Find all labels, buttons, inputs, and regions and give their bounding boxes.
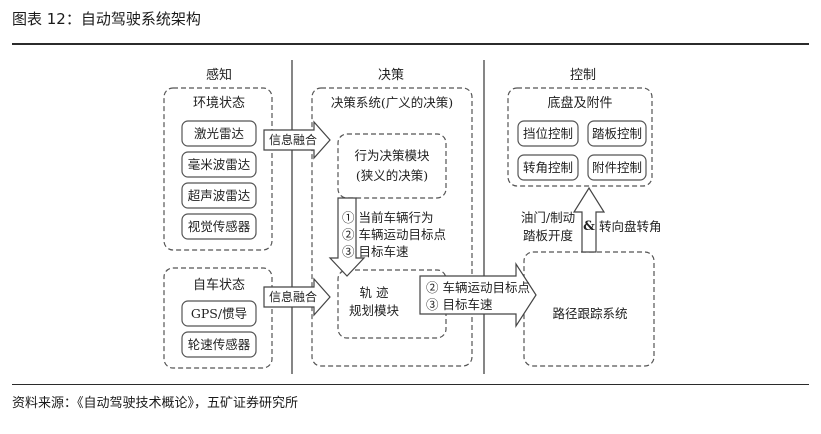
environment-state-box (163, 87, 273, 251)
feedback-steering-angle: 转向盘转角 (599, 219, 662, 234)
chassis-accessories-label: 底盘及附件 (547, 95, 612, 111)
wheel-speed-sensor-box (181, 331, 257, 358)
behavior-to-planning-arrow (328, 197, 366, 277)
feedback-pedal-opening: 踏板开度 (523, 228, 574, 243)
decision-output-3: ③ 目标车速 (342, 244, 409, 259)
sensor-mmwave-radar: 毫米波雷达 (188, 157, 251, 172)
accessory-control-box (587, 154, 647, 181)
behavior-module-subtitle: (狭义的决策) (356, 168, 428, 183)
gps-imu-box (181, 300, 257, 327)
source-note: 资料来源：《自动驾驶技术概论》，五矿证券研究所 (12, 396, 299, 411)
pedal-control-box (587, 120, 647, 147)
planning-module-title: 轨 迹 (360, 285, 389, 300)
steering-control: 转角控制 (523, 160, 573, 175)
accessory-control: 附件控制 (592, 160, 642, 175)
decision-system-label: 决策系统(广义的决策) (331, 95, 453, 110)
planning-output-2: ③ 目标车速 (426, 297, 493, 312)
steering-control-box (517, 154, 579, 181)
info-fusion-label-1: 信息融合 (269, 132, 317, 147)
sensor-vision: 视觉传感器 (188, 219, 251, 234)
bottom-rule (12, 384, 809, 385)
info-fusion-label-2: 信息融合 (269, 289, 317, 304)
decision-output-1: ① 当前车辆行为 (342, 210, 433, 225)
top-rule (12, 43, 809, 45)
decision-system-box (311, 87, 473, 367)
sensor-ultrasonic-radar: 超声波雷达 (188, 188, 251, 203)
feedback-ampersand: & (583, 219, 595, 234)
path-tracking-system-label: 路径跟踪系统 (552, 306, 627, 321)
info-fusion-arrow-1 (263, 120, 331, 160)
sensor-gps-imu: GPS/惯导 (191, 306, 247, 321)
sensor-wheel-speed: 轮速传感器 (188, 337, 251, 352)
planning-module-subtitle: 规划模块 (349, 303, 400, 318)
vision-sensor-box (181, 213, 257, 240)
figure-title: 图表 12：自动驾驶系统架构 (12, 10, 201, 28)
tracking-to-chassis-arrow (572, 186, 606, 253)
vehicle-state-label: 自车状态 (193, 277, 245, 293)
section-decision: 决策 (378, 67, 404, 83)
section-control: 控制 (570, 68, 596, 83)
section-perception: 感知 (206, 67, 232, 83)
ultrasonic-radar-box (181, 182, 257, 209)
decision-output-2: ② 车辆运动目标点 (342, 227, 446, 242)
planning-output-1: ② 车辆运动目标点 (426, 280, 530, 295)
feedback-throttle-brake: 油门/制动 (521, 210, 575, 225)
vehicle-state-box (163, 267, 273, 369)
info-fusion-arrow-2 (263, 277, 331, 317)
mmwave-radar-box (181, 151, 257, 178)
gear-control: 挡位控制 (523, 126, 573, 141)
behavior-decision-module-box (337, 133, 447, 199)
gear-control-box (517, 120, 579, 147)
planning-to-tracking-arrow (419, 261, 537, 329)
lidar-box (181, 120, 257, 147)
pedal-control: 踏板控制 (592, 126, 642, 141)
sensor-lidar: 激光雷达 (194, 126, 245, 141)
behavior-module-title: 行为决策模块 (354, 148, 430, 163)
chassis-accessories-box (507, 87, 653, 187)
environment-state-label: 环境状态 (193, 96, 245, 111)
